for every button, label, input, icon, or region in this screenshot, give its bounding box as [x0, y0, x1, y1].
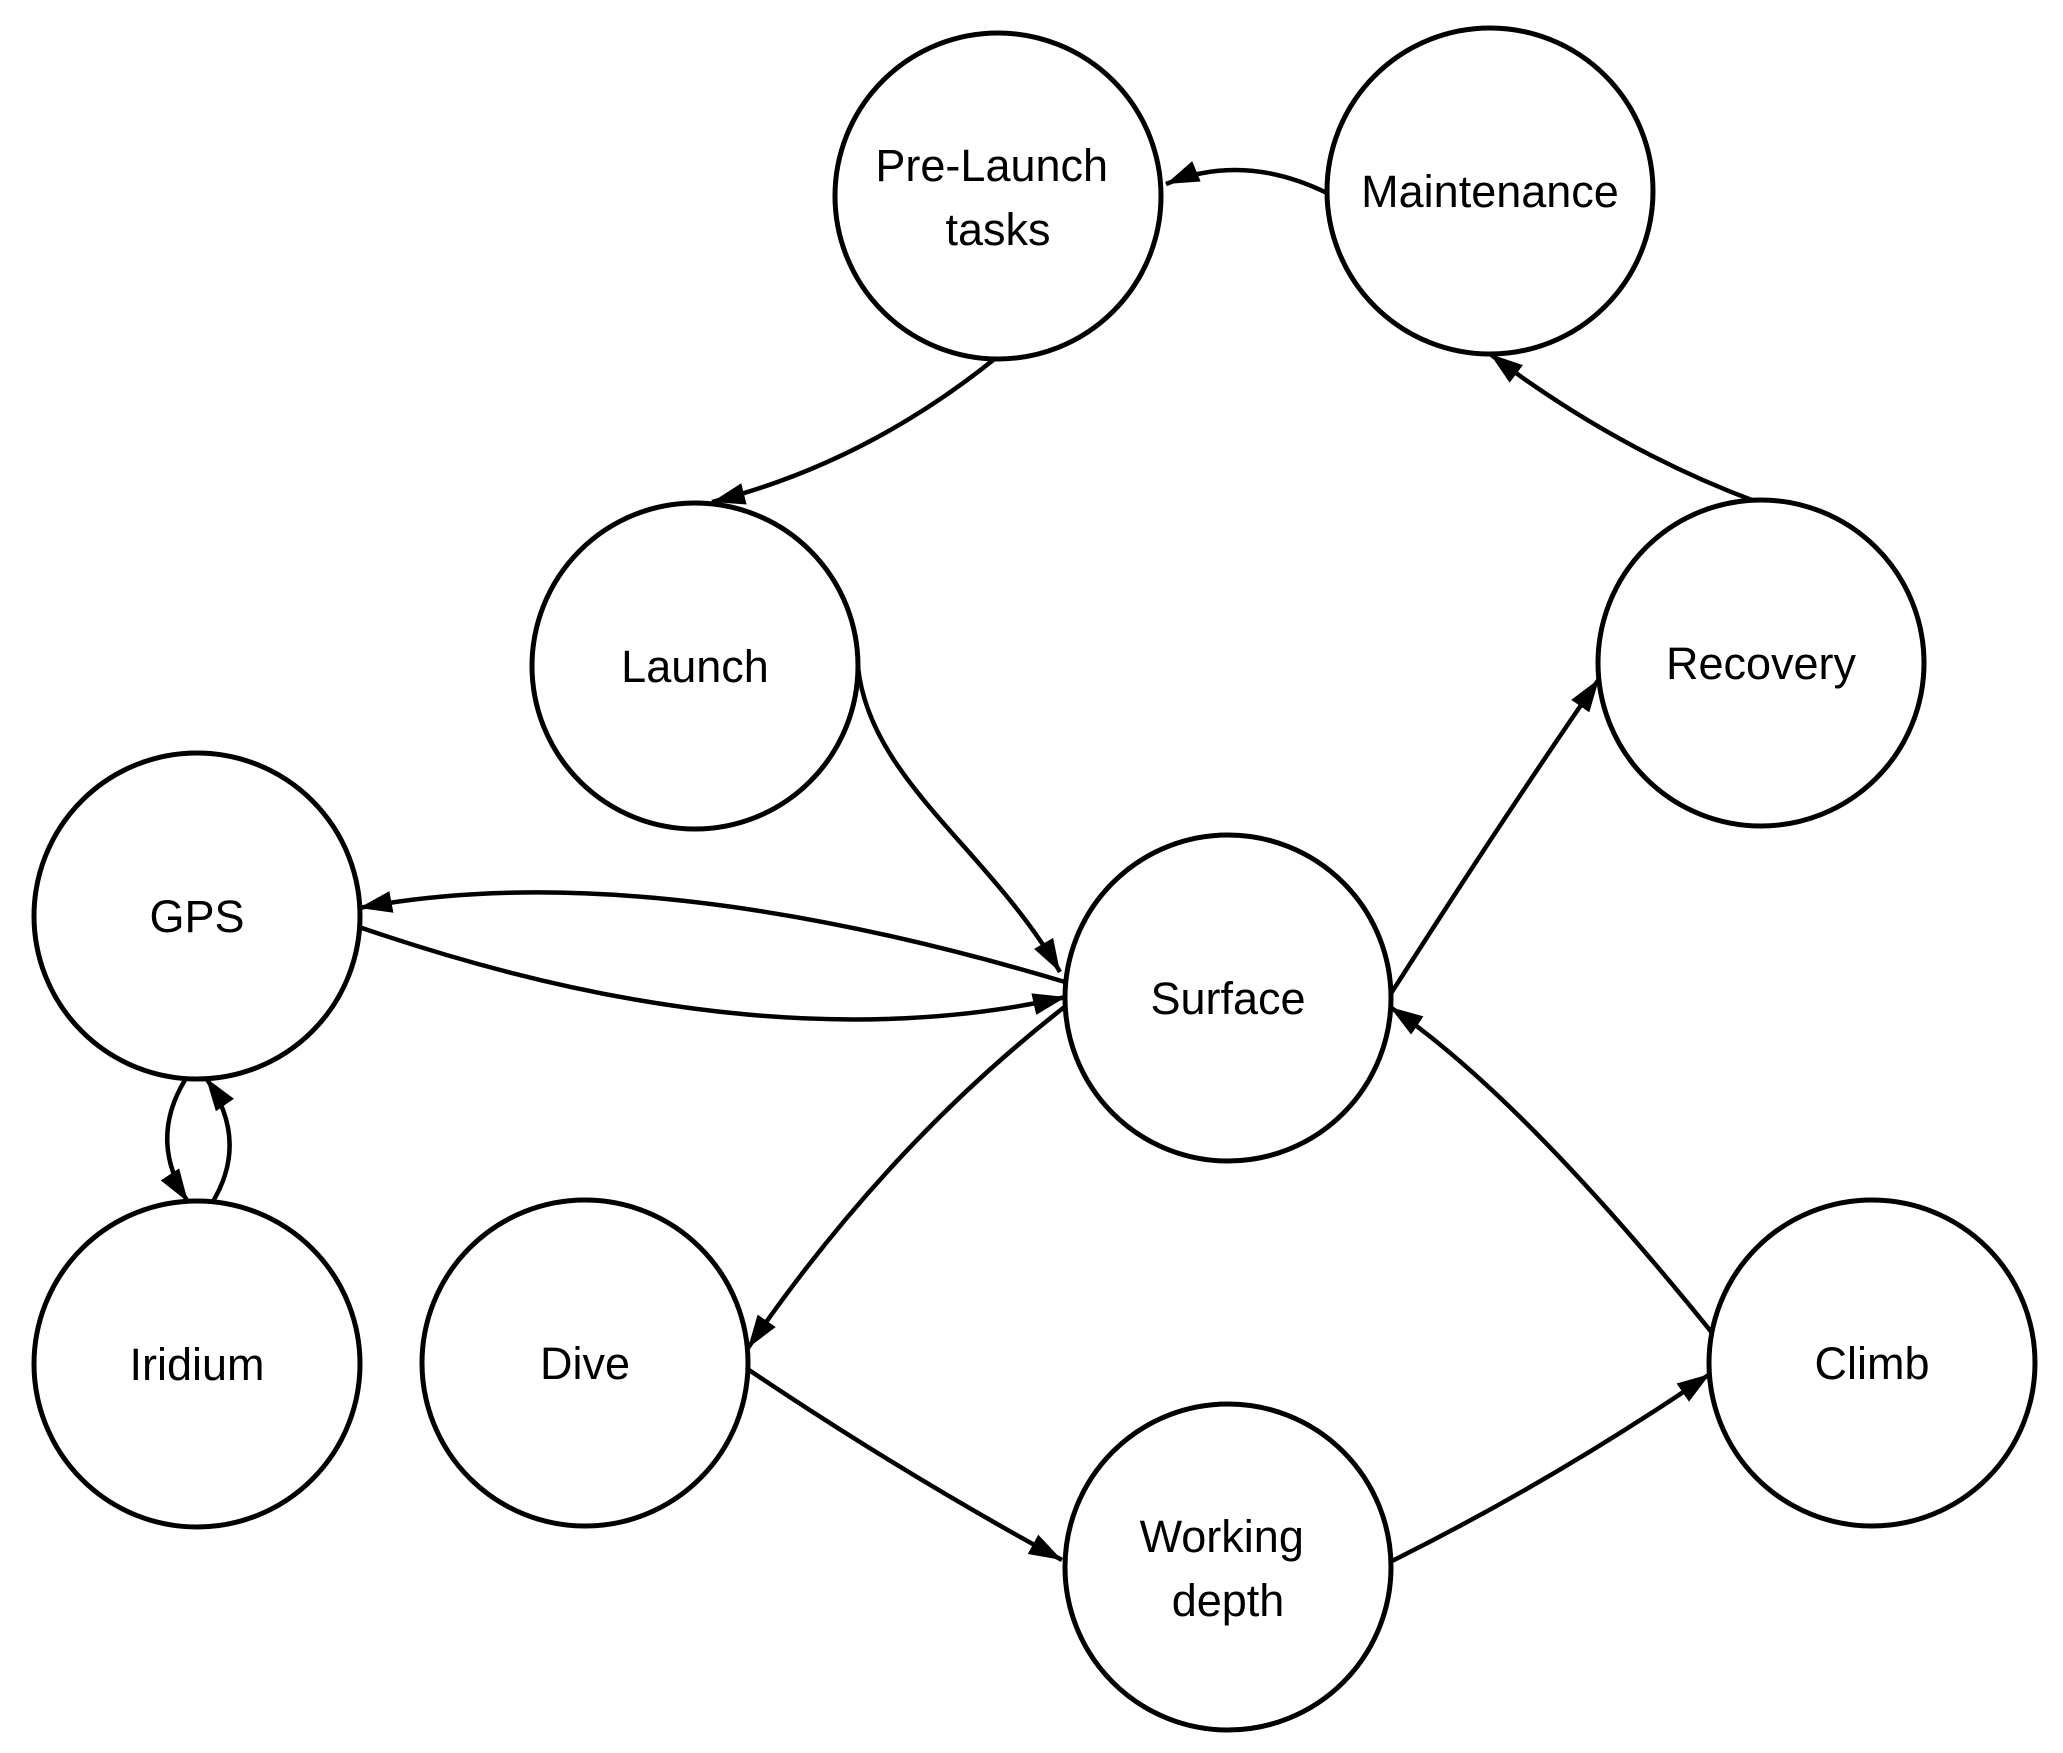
climb-circle [1706, 1197, 2038, 1529]
node-recovery: Recovery [1595, 497, 1927, 829]
edge-launch-to-surface [855, 666, 1062, 974]
recovery-circle [1595, 497, 1927, 829]
launch-circle [529, 500, 861, 832]
maintenance-circle [1324, 25, 1656, 357]
pre-launch-tasks-label: Pre-Launch tasks [875, 140, 1120, 255]
edge-dive-to-working-depth [744, 1366, 1064, 1562]
edge-working-depth-to-climb [1388, 1372, 1712, 1565]
edge-gps-to-surface [358, 924, 1067, 1022]
recovery-label: Recovery [1666, 638, 1857, 689]
dive-circle [419, 1197, 751, 1529]
edges-layer [160, 161, 1758, 1565]
node-launch: Launch [529, 500, 861, 832]
gps-circle [31, 750, 363, 1082]
node-climb: Climb [1706, 1197, 2038, 1529]
node-maintenance: Maintenance [1324, 25, 1656, 357]
iridium-label: Iridium [129, 1339, 264, 1390]
edge-recovery-to-maintenance [1488, 352, 1758, 505]
edge-iridium-to-gps [204, 1076, 234, 1205]
working-depth-label: Working depth [1140, 1511, 1317, 1626]
launch-label: Launch [621, 641, 769, 692]
node-dive: Dive [419, 1197, 751, 1529]
node-pre-launch-tasks: Pre-Launch tasks [832, 30, 1164, 362]
maintenance-label: Maintenance [1361, 166, 1619, 217]
surface-circle [1062, 832, 1394, 1164]
edge-surface-to-dive [746, 1003, 1069, 1350]
iridium-circle [31, 1198, 363, 1530]
surface-label: Surface [1150, 973, 1305, 1024]
edge-climb-to-surface [1388, 1005, 1715, 1336]
climb-label: Climb [1814, 1338, 1929, 1389]
pre-launch-tasks-circle [832, 30, 1164, 362]
node-iridium: Iridium [31, 1198, 363, 1530]
edge-pre-launch-tasks-to-launch [711, 355, 999, 505]
edge-surface-to-recovery [1388, 677, 1601, 997]
node-gps: GPS [31, 750, 363, 1082]
edge-gps-to-iridium [160, 1078, 190, 1204]
edge-maintenance-to-pre-launch-tasks [1165, 161, 1328, 196]
node-working-depth: Working depth [1062, 1401, 1394, 1733]
gps-label: GPS [149, 891, 244, 942]
dive-label: Dive [540, 1338, 630, 1389]
edge-surface-to-gps [358, 890, 1066, 985]
working-depth-circle [1062, 1401, 1394, 1733]
node-surface: Surface [1062, 832, 1394, 1164]
nodes-layer: Pre-Launch tasks Maintenance Launch [31, 25, 2038, 1733]
